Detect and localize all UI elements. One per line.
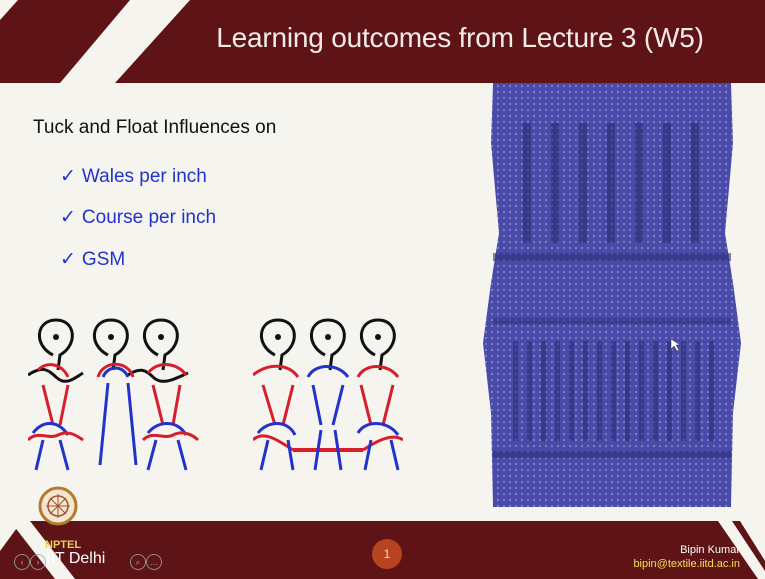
author-name: Bipin Kumar — [633, 543, 740, 557]
knitted-fabric-image — [483, 83, 741, 507]
next-icon[interactable]: › — [30, 554, 46, 570]
author-email: bipin@textile.iitd.ac.in — [633, 557, 740, 571]
institute-name: IIT Delhi — [46, 550, 105, 568]
tuck-stitch-diagram — [28, 315, 213, 475]
bullet-label: Course per inch — [82, 207, 216, 228]
slide-title: Learning outcomes from Lecture 3 (W5) — [180, 22, 740, 54]
bullet-label: GSM — [82, 249, 125, 270]
author-info: Bipin Kumar bipin@textile.iitd.ac.in — [633, 543, 740, 571]
bullet-label: Wales per inch — [82, 166, 207, 187]
subheading: Tuck and Float Influences on — [33, 117, 276, 139]
header-decoration — [0, 0, 190, 83]
previous-icon[interactable]: ‹ — [14, 554, 30, 570]
page-number-badge: 1 — [372, 539, 402, 569]
checkmark-icon: ✓ — [60, 207, 76, 228]
menu-icon[interactable]: … — [146, 554, 162, 570]
slide-header: Learning outcomes from Lecture 3 (W5) — [0, 0, 765, 83]
float-stitch-diagram — [253, 315, 403, 475]
checkmark-icon: ✓ — [60, 249, 76, 270]
bullet-gsm: ✓ GSM — [60, 248, 125, 271]
zoom-icon[interactable]: ⌕ — [130, 554, 146, 570]
checkmark-icon: ✓ — [60, 166, 76, 187]
bullet-wales: ✓ Wales per inch — [60, 165, 207, 188]
bullet-course: ✓ Course per inch — [60, 206, 216, 229]
iit-logo-icon — [38, 486, 78, 526]
